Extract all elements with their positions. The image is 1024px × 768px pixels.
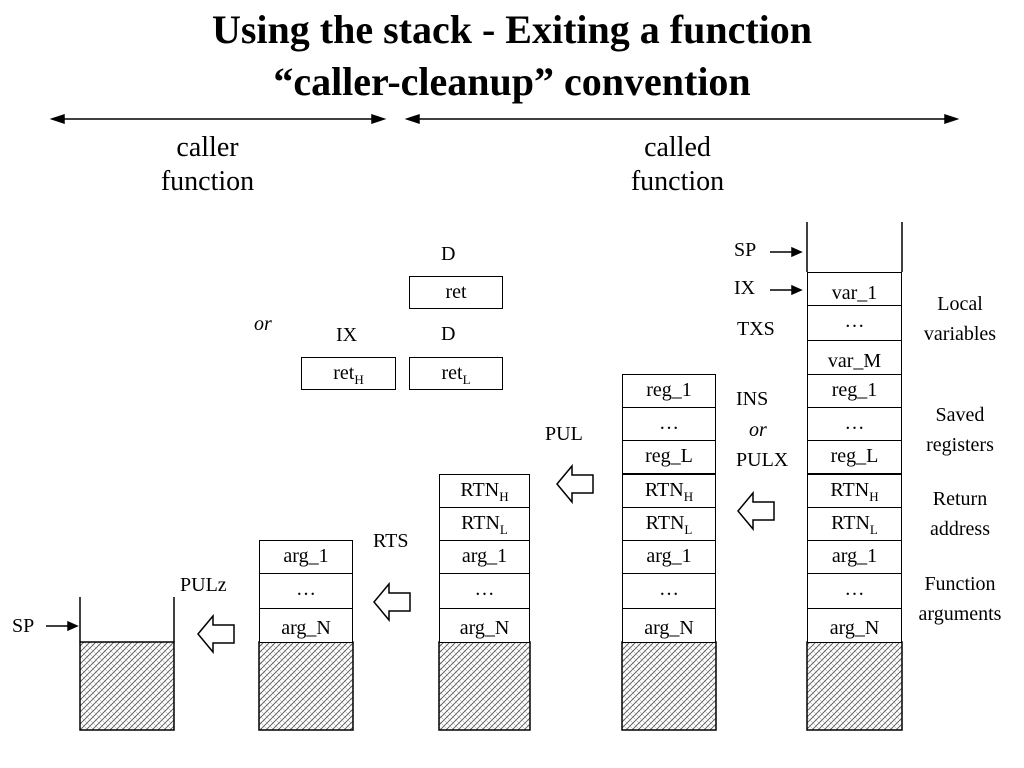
ret-l-sub: L <box>462 372 471 387</box>
ret-h-register-box: retH <box>301 357 396 390</box>
sp-pointer-label-stack5: SP <box>734 239 757 261</box>
called-span-arrow <box>404 113 960 125</box>
ret-h-sub: H <box>354 372 364 387</box>
stack5-arg-n: arg_N <box>807 608 902 643</box>
sp-pointer-label-stack1: SP <box>12 615 35 637</box>
annotation-saved-registers: Saved registers <box>905 404 1015 456</box>
stack5-arg-1: arg_1 <box>807 540 902 574</box>
called-header-line1: called <box>644 132 711 163</box>
called-header: called function <box>600 131 755 199</box>
stack4-dots: … <box>622 407 716 441</box>
txs-label: TXS <box>737 318 775 340</box>
caller-header-line1: caller <box>176 132 239 163</box>
stack4-rtn-l: RTNL <box>622 507 716 541</box>
ret-l-text: ret <box>441 362 463 384</box>
or-label-ops: or <box>749 419 767 441</box>
caller-header-line2: function <box>160 166 255 197</box>
d-register-label-bottom: D <box>441 323 456 345</box>
ret-register-box: ret <box>409 276 503 309</box>
d-register-label-top: D <box>441 243 456 265</box>
slide-title-line2: “caller-cleanup” convention <box>273 59 751 104</box>
stack4-arg-n: arg_N <box>622 608 716 643</box>
stack4-rtn-l-sub: L <box>684 522 693 537</box>
pul-label: PUL <box>545 423 583 445</box>
stack5-var-1: var_1 <box>807 272 902 306</box>
stack3-rtn-h-sub: H <box>499 489 509 504</box>
annotation-return-address: Return address <box>905 488 1015 540</box>
stack-bottom-2 <box>258 641 354 731</box>
stack5-reg-1: reg_1 <box>807 374 902 408</box>
caller-span-arrow <box>49 113 387 125</box>
annotation-saved-line1: Saved <box>935 404 985 426</box>
annotation-saved-line2: registers <box>926 434 994 456</box>
ins-pulx-transition-arrow <box>737 490 775 532</box>
stack5-var-m: var_M <box>807 340 902 375</box>
stack-bottom-5 <box>806 641 903 731</box>
stack5-rtn-l-sub: L <box>869 522 878 537</box>
pulz-label: PULz <box>180 574 227 596</box>
pulz-transition-arrow <box>197 613 235 655</box>
stack2-dots: … <box>259 573 353 609</box>
or-label-registers: or <box>254 313 272 335</box>
annotation-local-variables: Local variables <box>905 293 1015 345</box>
stack3-rtn-l-text: RTN <box>461 512 500 534</box>
stack4-reg-l: reg_L <box>622 440 716 474</box>
stack-bottom-1 <box>79 641 175 731</box>
stack-bottom-3 <box>438 641 531 731</box>
stack5-rtn-l: RTNL <box>807 507 902 541</box>
stack3-rtn-h-text: RTN <box>460 479 500 501</box>
stack3-dots: … <box>439 573 530 609</box>
stack5-rtn-l-text: RTN <box>831 512 870 534</box>
stack5-dots-regs: … <box>807 407 902 441</box>
stack4-reg-1: reg_1 <box>622 374 716 408</box>
stack4-rtn-l-text: RTN <box>645 512 685 534</box>
annotation-return-line1: Return <box>932 488 988 510</box>
stack-bottom-4 <box>621 641 717 731</box>
stack4-arg-1: arg_1 <box>622 540 716 574</box>
caller-header: caller function <box>130 131 285 199</box>
stack3-arg-1: arg_1 <box>439 540 530 574</box>
ix-register-label: IX <box>336 324 358 346</box>
ix-pointer-label: IX <box>734 277 756 299</box>
annotation-return-line2: address <box>930 518 990 540</box>
stack2-arg-n: arg_N <box>259 608 353 643</box>
pulx-label: PULX <box>736 449 789 471</box>
slide-title-line1: Using the stack - Exiting a function <box>211 7 813 52</box>
ret-h-text: ret <box>333 362 355 384</box>
stack4-rtn-h-sub: H <box>683 489 694 504</box>
annotation-function-arguments: Function arguments <box>902 573 1018 625</box>
stack3-arg-n: arg_N <box>439 608 530 643</box>
stack5-rtn-h: RTNH <box>807 474 902 508</box>
stack5-dots-vars: … <box>807 305 902 341</box>
rts-label: RTS <box>373 530 409 552</box>
annotation-args-line2: arguments <box>918 603 1002 625</box>
stack5-dots-args: … <box>807 573 902 609</box>
stack4-dots-args: … <box>622 573 716 609</box>
stack5-rtn-h-sub: H <box>869 489 879 504</box>
annotation-local-line1: Local <box>937 293 983 315</box>
ret-l-register-box: retL <box>409 357 503 390</box>
stack3-rtn-l: RTNL <box>439 507 530 541</box>
annotation-args-line1: Function <box>924 573 996 595</box>
stack5-reg-l: reg_L <box>807 440 902 474</box>
called-header-line2: function <box>630 166 725 197</box>
stack3-rtn-h: RTNH <box>439 474 530 508</box>
stack4-rtn-h: RTNH <box>622 474 716 508</box>
annotation-local-line2: variables <box>923 323 997 345</box>
stack5-rtn-h-text: RTN <box>830 479 870 501</box>
rts-transition-arrow <box>373 581 411 623</box>
stack2-arg-1: arg_1 <box>259 540 353 574</box>
stack4-rtn-h-text: RTN <box>644 479 684 501</box>
ins-label: INS <box>736 388 769 410</box>
pul-transition-arrow <box>556 463 594 505</box>
stack3-rtn-l-sub: L <box>499 522 508 537</box>
